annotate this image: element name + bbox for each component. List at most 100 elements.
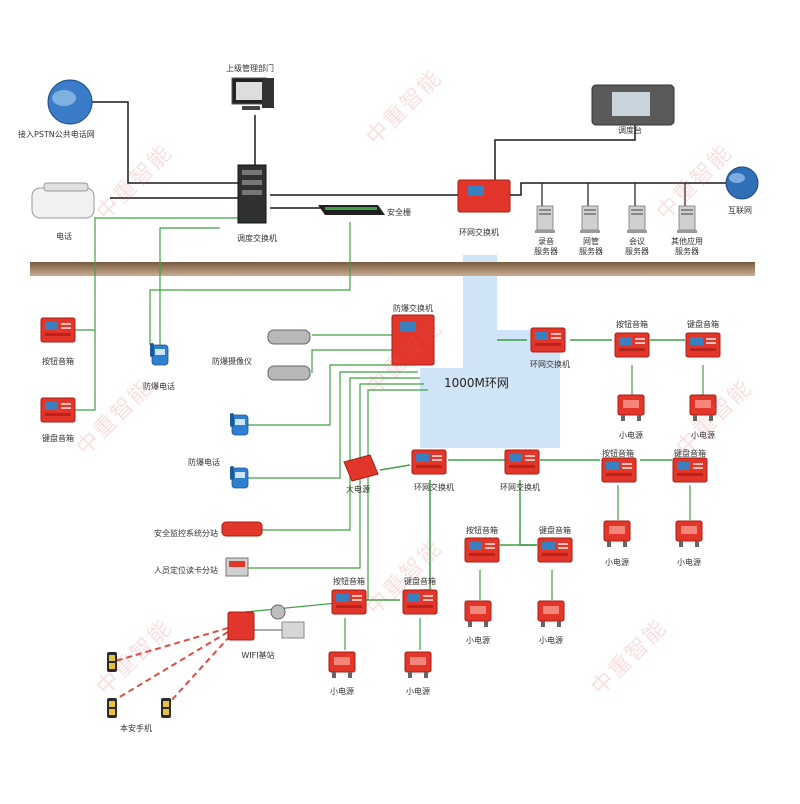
keyboard-speaker-4 [402, 589, 438, 615]
personnel-locate-display [229, 561, 245, 567]
cable-phone-2 [248, 371, 418, 479]
left-button-speaker-label: 按钮音箱 [42, 357, 74, 366]
ring-switch-label-3: 环网交换机 [500, 483, 540, 492]
top-ring-switch-label: 环网交换机 [459, 228, 499, 237]
big-power [343, 454, 379, 482]
superior-monitor-stand [242, 106, 260, 110]
ring-switch-label-2: 环网交换机 [414, 483, 454, 492]
dispatch-rack-slot-2 [242, 180, 262, 185]
server-other-line2: 服务器 [675, 247, 699, 256]
ring-network-area [420, 255, 560, 448]
internet-globe [725, 166, 759, 200]
explosion-switch-screen [400, 322, 416, 332]
wifi-accessory [281, 621, 305, 639]
wireless-link-2 [117, 631, 229, 699]
cable-phone-1 [248, 364, 415, 426]
keyboard-speaker-label-1: 键盘音箱 [687, 320, 719, 329]
explosion-phone-left [149, 342, 169, 366]
button-speaker-3 [464, 537, 500, 563]
explosion-camera-2 [267, 365, 311, 381]
explosion-phone-1 [229, 412, 249, 436]
button-speaker-label-4: 按钮音箱 [333, 577, 365, 586]
keyboard-speaker-label-3: 键盘音箱 [539, 526, 571, 535]
superior-label: 上级管理部门 [226, 64, 274, 73]
cable-dispatch-explosion-phone [159, 227, 220, 345]
big-power-link [379, 464, 411, 471]
server-netmgmt [579, 205, 601, 234]
button-speaker-1 [614, 332, 650, 358]
ring-switch-2 [411, 449, 447, 475]
pstn-link [90, 101, 240, 184]
safe-mobile-2 [107, 698, 117, 718]
wireless-link-3 [169, 635, 231, 703]
explosion-switch-label: 防爆交换机 [393, 304, 433, 313]
wifi-station-box [227, 611, 255, 641]
dispatch-switch-label: 调度交换机 [237, 234, 277, 243]
button-speaker-label-1: 按钮音箱 [616, 320, 648, 329]
internet-label: 互联网 [728, 206, 752, 215]
small-power-label-3: 小电源 [605, 558, 629, 567]
button-speaker-label-3: 按钮音箱 [466, 526, 498, 535]
keyboard-speaker-3 [537, 537, 573, 563]
server-record [534, 205, 556, 234]
superior-monitor-screen [236, 82, 262, 100]
internet-globe-highlight [729, 173, 745, 183]
ground-surface-band [30, 262, 755, 276]
server-record-label: 录音服务器 [534, 237, 558, 257]
server-other-label: 其他应用服务器 [671, 237, 703, 257]
small-power-label-8: 小电源 [406, 687, 430, 696]
small-power-label-6: 小电源 [539, 636, 563, 645]
cable-camera-2 [311, 349, 392, 373]
pstn-label: 接入PSTN公共电话网 [18, 130, 95, 139]
small-power-label-1: 小电源 [619, 431, 643, 440]
desk-phone-handset [43, 182, 89, 192]
server-record-line2: 服务器 [534, 247, 558, 256]
superior-pc-tower [262, 78, 274, 108]
ring-to-console-link [494, 125, 636, 180]
phone-label: 电话 [56, 232, 72, 241]
gateway-label: 安全栅 [387, 208, 411, 217]
cable-locate-station [248, 383, 424, 569]
small-power-label-4: 小电源 [677, 558, 701, 567]
button-speaker-2 [601, 457, 637, 483]
keyboard-speaker-1 [685, 332, 721, 358]
small-power-label-5: 小电源 [466, 636, 490, 645]
ring-switch-1 [530, 327, 566, 353]
server-meeting [626, 205, 648, 234]
safe-mobile-3 [161, 698, 171, 718]
wifi-station-label: WIFI基站 [241, 651, 275, 660]
button-speaker-label-2: 按钮音箱 [602, 449, 634, 458]
gateway-ports [325, 207, 377, 210]
explosion-camera-1 [267, 329, 311, 345]
top-ring-switch-screen [468, 186, 484, 196]
keyboard-speaker-label-4: 键盘音箱 [404, 577, 436, 586]
explosion-camera-label: 防爆摄像仪 [212, 357, 252, 366]
big-power-label: 大电源 [346, 485, 370, 494]
keyboard-speaker-label-2: 键盘音箱 [674, 449, 706, 458]
safety-monitor-label: 安全监控系统分站 [154, 529, 218, 538]
explosion-phone-label-2: 防爆电话 [188, 458, 220, 467]
explosion-phone-label-1: 防爆电话 [143, 382, 175, 391]
ring-to-internet-link [510, 182, 735, 196]
small-power-1 [617, 394, 645, 422]
cable-gateway-explosion-phone [149, 222, 351, 345]
wireless-link-1 [111, 627, 229, 663]
server-netmgmt-line1: 网管 [583, 237, 599, 246]
server-other-line1: 其他应用 [671, 237, 703, 246]
safe-mobile-label: 本安手机 [120, 724, 152, 733]
desk-phone [31, 187, 95, 219]
cable-dispatch-keyboard-speaker [75, 217, 240, 411]
left-keyboard-speaker-label: 键盘音箱 [42, 434, 74, 443]
cable-wifi-station [244, 389, 428, 613]
small-power-8 [404, 651, 432, 679]
personnel-locate-label: 人员定位读卡分站 [154, 566, 218, 575]
ring-switch-label-1: 环网交换机 [530, 360, 570, 369]
small-power-7 [328, 651, 356, 679]
server-record-line1: 录音 [538, 237, 554, 246]
left-keyboard-speaker [40, 397, 76, 423]
small-power-3 [603, 520, 631, 548]
small-power-label-2: 小电源 [691, 431, 715, 440]
console-screen [612, 92, 650, 116]
